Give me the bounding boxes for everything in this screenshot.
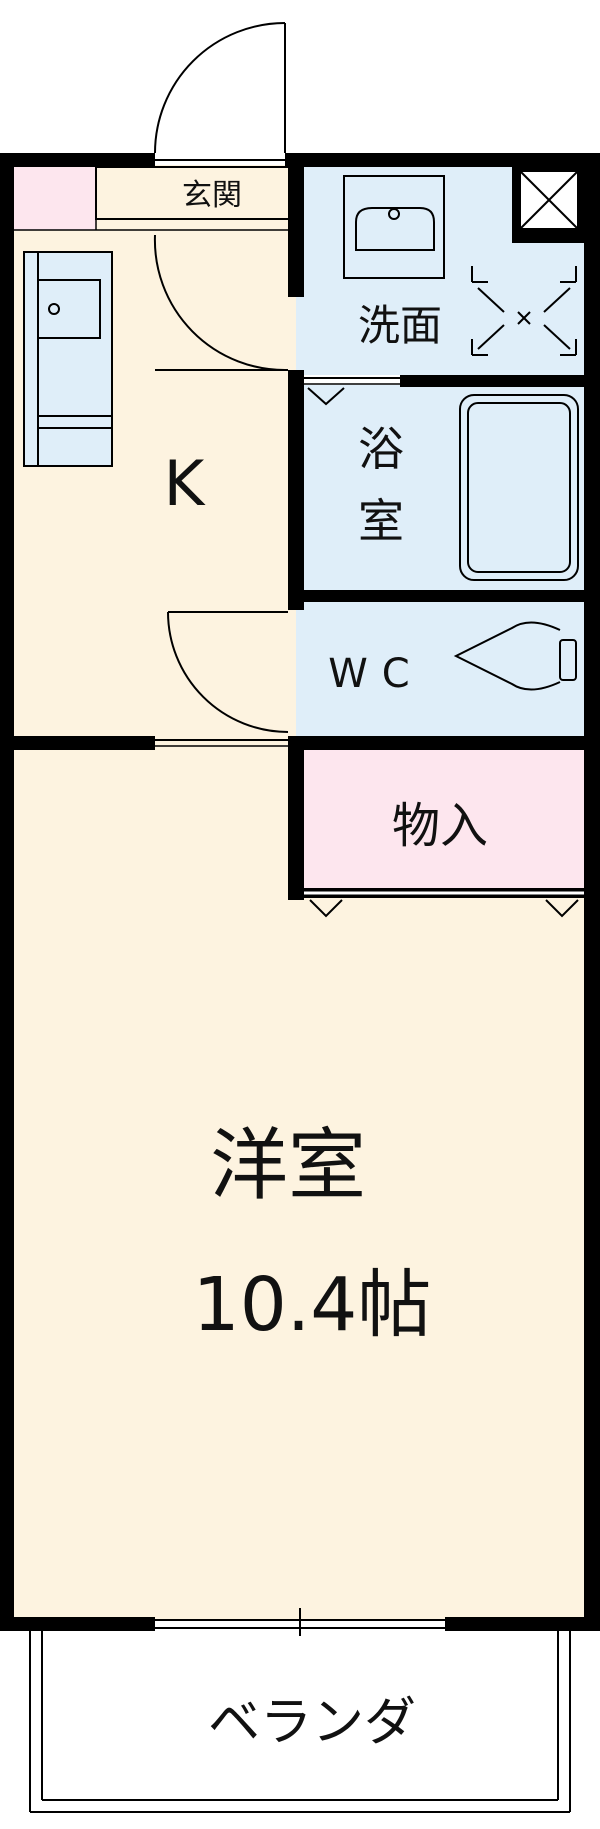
storage-door-mark-right — [545, 899, 579, 918]
washbasin-tap — [388, 208, 400, 220]
pipe-shaft-cross-b — [519, 170, 579, 230]
genkan-shoe-area — [8, 165, 96, 230]
bathroom-area — [296, 385, 586, 590]
wall-kitchen-room — [0, 736, 155, 750]
partition-vertical-mid — [288, 370, 304, 610]
outer-wall-left — [0, 153, 14, 1631]
washing-machine-place — [471, 266, 577, 356]
bathtub-inner — [467, 402, 571, 573]
kitchen-door-swing — [153, 234, 289, 372]
balcony-rail — [29, 1631, 571, 1813]
washroom-label: 洗面 — [358, 301, 442, 350]
bath-label-line1: 浴 — [358, 422, 404, 476]
washbasin-bowl — [355, 207, 435, 251]
balcony-area — [8, 1620, 586, 1820]
storage-door-mark-left — [309, 899, 343, 918]
outer-wall-top — [0, 153, 155, 167]
kitchen-label: K — [164, 447, 206, 520]
outer-wall-right — [584, 153, 600, 1631]
toilet — [453, 621, 577, 691]
wall-wash-bath — [400, 375, 586, 387]
sink-drain — [48, 303, 60, 315]
bath-label-line2: 室 — [358, 494, 404, 548]
bathtub — [459, 394, 579, 581]
partition-vertical-upper — [288, 165, 304, 297]
outer-wall-bottom-right — [445, 1617, 600, 1631]
wall-bath-wc — [296, 590, 586, 602]
bath-door-mark — [307, 387, 345, 406]
inner-door-swing — [167, 611, 289, 733]
storage-label: 物入 — [392, 798, 488, 854]
wall-wc-storage — [296, 736, 586, 750]
outer-wall-top-right — [285, 153, 600, 167]
washbasin-counter — [343, 175, 445, 279]
entrance-label: 玄関 — [182, 178, 242, 213]
balcony-label: ベランダ — [208, 1693, 416, 1753]
wc-label: WC — [328, 651, 423, 697]
storage-area — [296, 748, 586, 890]
western-room-size: 10.4帖 — [193, 1262, 432, 1348]
entrance-door-swing — [154, 22, 286, 154]
partition-vertical-lower — [288, 736, 304, 900]
outer-wall-bottom-left — [0, 1617, 155, 1631]
western-room-label: 洋室 — [210, 1121, 366, 1211]
